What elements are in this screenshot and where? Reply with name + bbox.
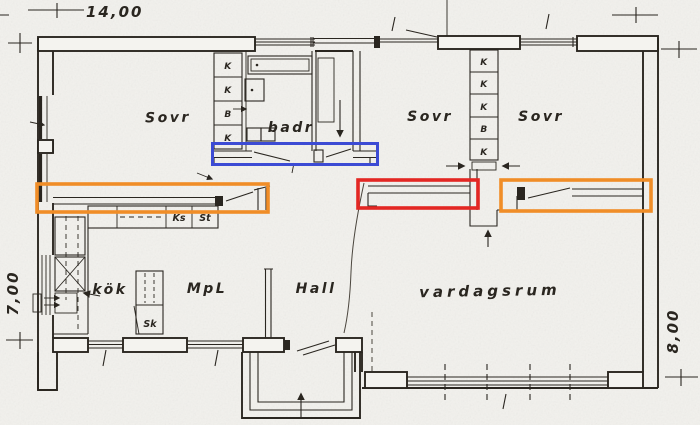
closet-label: K [480, 58, 488, 68]
closet-label: K [480, 80, 488, 90]
room-label-bedroom-right: Sovr [518, 109, 564, 125]
window-ticks [29, 0, 571, 410]
annotation-orange-right-rect [499, 178, 653, 213]
room-label-bedroom-left: Sovr [145, 110, 191, 127]
annotation-blue-rect [211, 142, 379, 166]
tall-cabinet [135, 270, 164, 335]
closet-label: K [224, 86, 232, 96]
dim-right-height: 8,00 [664, 308, 682, 353]
cabinet-sk-label: Sk [143, 319, 157, 330]
closet-label: K [224, 62, 232, 72]
room-label-kitchen: kök [92, 282, 127, 298]
room-labels: Sovr badr Sovr Sovr kök MpL Hall vardags… [92, 109, 564, 301]
cabinet-st-label: St [199, 213, 211, 224]
kitchen-appliance [54, 216, 86, 256]
porch-steps [241, 352, 361, 419]
closet-label: B [480, 125, 487, 135]
dim-top-width: 14,00 [86, 3, 143, 21]
dimension-marks [0, 3, 698, 386]
stove [54, 256, 86, 292]
closet-label: B [224, 110, 231, 120]
room-label-living: vardagsrum [419, 281, 561, 301]
kitchen-fixtures: Ks St Sk [44, 205, 219, 335]
dim-left-height: 7,00 [4, 270, 22, 315]
annotation-red-rect [356, 178, 480, 210]
kitchen-counter [87, 205, 219, 229]
room-label-bathroom: badr [268, 120, 314, 136]
closet-label: K [480, 103, 488, 113]
closet-column-right: K K K B K [446, 49, 520, 171]
room-label-bedroom-mid: Sovr [407, 109, 453, 125]
cabinet-ks-label: Ks [172, 213, 185, 224]
sink [244, 78, 265, 102]
room-label-hall: Hall [296, 281, 337, 297]
room-label-dining: MpL [187, 281, 227, 297]
annotation-orange-left-rect [35, 182, 270, 214]
bathroom-fixtures [233, 55, 313, 142]
closet-label: K [480, 148, 488, 158]
dimension-labels: 14,00 7,00 8,00 [4, 3, 682, 354]
annotation-rects [35, 142, 653, 214]
bathtub [247, 55, 313, 75]
closet-label: K [224, 134, 232, 144]
